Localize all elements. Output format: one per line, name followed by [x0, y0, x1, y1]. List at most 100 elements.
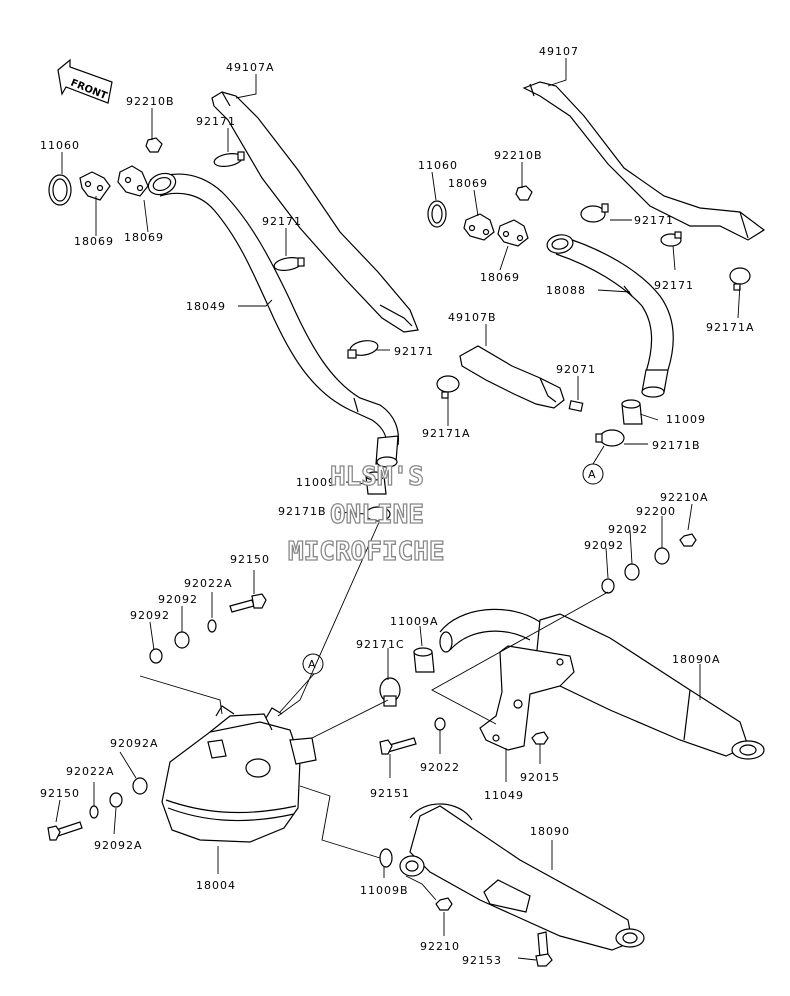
- part-label-92022[interactable]: 92022: [420, 761, 460, 774]
- part-label-92092-top-b[interactable]: 92092: [130, 609, 170, 622]
- part-label-18069-a[interactable]: 18069: [74, 235, 114, 248]
- watermark-line1: HLSM'S: [330, 462, 424, 492]
- part-label-92022A-top[interactable]: 92022A: [184, 577, 233, 590]
- collar-92092-right-b[interactable]: [601, 578, 615, 594]
- gasket-11060-left[interactable]: [48, 174, 72, 206]
- bolt-92153[interactable]: [535, 931, 553, 967]
- heat-cover-49107A[interactable]: [211, 91, 419, 333]
- bolt-92150-bottom[interactable]: [47, 821, 83, 841]
- clamp-92171B-right[interactable]: [595, 429, 625, 447]
- washer-92022A-top[interactable]: [207, 619, 217, 633]
- heat-cover-49107B[interactable]: [459, 345, 565, 409]
- washer-92022A-bottom[interactable]: [89, 805, 99, 819]
- part-label-92015[interactable]: 92015: [520, 771, 560, 784]
- part-label-18069-d[interactable]: 18069: [480, 271, 520, 284]
- heat-cover-49107[interactable]: [522, 81, 766, 241]
- part-label-11009A[interactable]: 11009A: [390, 615, 439, 628]
- reference-marker-a-left-label: A: [308, 658, 317, 671]
- part-label-18090[interactable]: 18090: [530, 825, 570, 838]
- gasket-11060-right[interactable]: [427, 200, 447, 228]
- bolt-92210A[interactable]: [679, 533, 697, 547]
- bracket-11049[interactable]: [479, 645, 575, 751]
- part-label-92092-right-b[interactable]: 92092: [584, 539, 624, 552]
- part-label-92171C[interactable]: 92171C: [356, 638, 405, 651]
- part-label-92171-right-b[interactable]: 92171: [654, 279, 694, 292]
- flange-18069-right-b[interactable]: [497, 219, 529, 247]
- silencer-18090[interactable]: [399, 803, 645, 951]
- bolt-92151[interactable]: [379, 737, 417, 755]
- part-label-49107[interactable]: 49107: [539, 45, 579, 58]
- flange-18069-center[interactable]: [117, 165, 149, 197]
- flange-18069-right-a[interactable]: [463, 213, 495, 241]
- clamp-92171-middle[interactable]: [273, 256, 305, 273]
- nut-92015[interactable]: [531, 731, 549, 745]
- part-label-11009-left[interactable]: 11009: [296, 476, 336, 489]
- part-label-92171A-middle[interactable]: 92171A: [422, 427, 471, 440]
- part-label-92210B-left[interactable]: 92210B: [126, 95, 175, 108]
- part-label-18004[interactable]: 18004: [196, 879, 236, 892]
- part-label-92171A-right[interactable]: 92171A: [706, 321, 755, 334]
- nut-92210B-left[interactable]: [145, 137, 163, 153]
- part-label-92092A-bottom[interactable]: 92092A: [94, 839, 143, 852]
- part-label-92171B-left[interactable]: 92171B: [278, 505, 327, 518]
- part-label-92200[interactable]: 92200: [636, 505, 676, 518]
- part-label-11060-left[interactable]: 11060: [40, 139, 80, 152]
- exhaust-pipe-18088[interactable]: [546, 233, 674, 398]
- part-label-92171B-right[interactable]: 92171B: [652, 439, 701, 452]
- part-label-49107A[interactable]: 49107A: [226, 61, 275, 74]
- nut-92210[interactable]: [435, 897, 453, 911]
- part-label-18069-c[interactable]: 18069: [448, 177, 488, 190]
- grommet-92092-right-a[interactable]: [624, 563, 640, 581]
- part-label-11009-right[interactable]: 11009: [666, 413, 706, 426]
- part-label-92092A-top[interactable]: 92092A: [110, 737, 159, 750]
- grommet-92092A-bottom-a[interactable]: [132, 777, 148, 795]
- watermark-line2: ONLINE: [330, 500, 424, 530]
- washer-92022[interactable]: [434, 717, 446, 731]
- part-label-92210B-right[interactable]: 92210B: [494, 149, 543, 162]
- clamp-92171-right-a[interactable]: [580, 203, 609, 223]
- part-label-92171-middle[interactable]: 92171: [262, 215, 302, 228]
- gasket-11009-left[interactable]: [365, 471, 387, 495]
- part-labels: 49107A 49107 92210B 92210B 11060 11060 9…: [40, 45, 755, 967]
- reference-marker-a-right-label: A: [588, 468, 597, 481]
- part-label-92092-right-a[interactable]: 92092: [608, 523, 648, 536]
- clip-92071[interactable]: [568, 400, 584, 412]
- watermark-line3: MICROFICHE: [288, 537, 445, 567]
- part-label-92210A[interactable]: 92210A: [660, 491, 709, 504]
- part-label-92071[interactable]: 92071: [556, 363, 596, 376]
- clamp-92171C[interactable]: [379, 677, 401, 707]
- part-label-18049[interactable]: 18049: [186, 300, 226, 313]
- part-label-18088[interactable]: 18088: [546, 284, 586, 297]
- part-label-92151[interactable]: 92151: [370, 787, 410, 800]
- muffler-chamber-18004[interactable]: [161, 705, 317, 843]
- clamp-92171-upper[interactable]: [213, 151, 245, 169]
- part-label-92150-bottom[interactable]: 92150: [40, 787, 80, 800]
- part-label-11049[interactable]: 11049: [484, 789, 524, 802]
- part-label-18069-b[interactable]: 18069: [124, 231, 164, 244]
- part-label-92210[interactable]: 92210: [420, 940, 460, 953]
- part-label-11009B[interactable]: 11009B: [360, 884, 409, 897]
- part-label-92022A-bottom[interactable]: 92022A: [66, 765, 115, 778]
- collar-92092-top-b[interactable]: [149, 648, 163, 664]
- gasket-11009-right[interactable]: [621, 399, 643, 425]
- gasket-11009B[interactable]: [379, 848, 393, 868]
- part-label-92171-lower-left[interactable]: 92171: [394, 345, 434, 358]
- clamp-92171-right-b[interactable]: [660, 231, 682, 247]
- part-label-11060-right[interactable]: 11060: [418, 159, 458, 172]
- flange-18069-left[interactable]: [79, 171, 111, 201]
- part-label-18090A[interactable]: 18090A: [672, 653, 721, 666]
- exhaust-pipe-18049[interactable]: [145, 170, 400, 468]
- collar-92092A-bottom-b[interactable]: [109, 792, 123, 808]
- nut-92210B-right[interactable]: [515, 185, 533, 201]
- part-label-92092-top-a[interactable]: 92092: [158, 593, 198, 606]
- grommet-92092-top-a[interactable]: [174, 631, 190, 649]
- gasket-11009A[interactable]: [413, 647, 435, 673]
- part-label-92153[interactable]: 92153: [462, 954, 502, 967]
- clamp-92171-lower-left[interactable]: [347, 339, 379, 359]
- washer-92200[interactable]: [654, 547, 670, 565]
- part-label-92171-right-a[interactable]: 92171: [634, 214, 674, 227]
- part-label-92171-upper[interactable]: 92171: [196, 115, 236, 128]
- part-label-92150-top[interactable]: 92150: [230, 553, 270, 566]
- part-label-49107B[interactable]: 49107B: [448, 311, 497, 324]
- bolt-92150-top[interactable]: [229, 593, 267, 613]
